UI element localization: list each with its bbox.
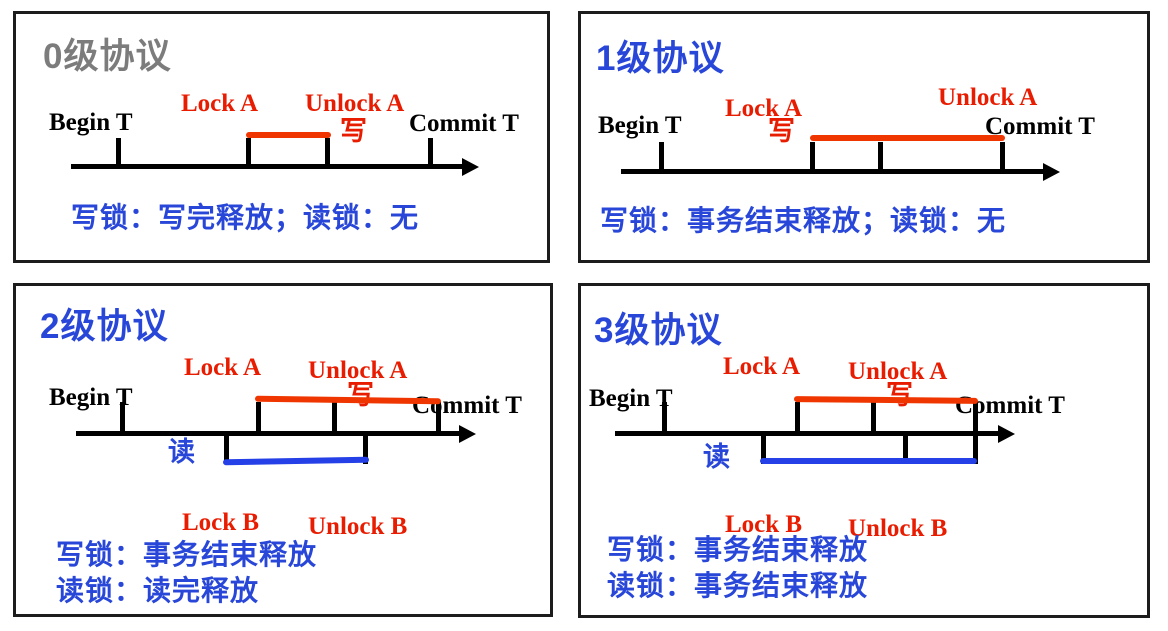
write-mark: 写	[768, 116, 795, 146]
unlock-a-tick	[325, 138, 330, 169]
commit-tick	[428, 138, 433, 169]
unlock-a-label: Unlock A	[305, 90, 405, 117]
commit-t-label: Commit T	[409, 110, 519, 137]
unlock-a-label: Unlock A	[938, 84, 1038, 111]
summary-line-read: 读锁：读完释放	[56, 575, 260, 606]
panel-protocol-level-1: 1级协议 Begin T Lock A 写 Unlock A Commit T …	[578, 11, 1150, 263]
begin-t-label: Begin T	[589, 385, 673, 412]
read-lock-hold-bar	[760, 458, 977, 464]
lock-a-tick	[810, 142, 815, 169]
panel-title: 3级协议	[594, 311, 723, 350]
begin-t-label: Begin T	[598, 112, 682, 139]
summary-line-write: 写锁：事务结束释放	[56, 539, 318, 570]
unlock-a-label: Unlock A	[848, 358, 948, 385]
lock-a-label: Lock A	[184, 354, 262, 381]
unlock-b-label: Unlock B	[308, 513, 408, 540]
middle-below-tick	[903, 436, 908, 464]
lock-a-tick	[256, 402, 261, 431]
lock-a-label: Lock A	[181, 90, 259, 117]
write-lock-hold-bar	[254, 395, 442, 405]
begin-tick	[120, 402, 125, 431]
commit-t-label: Commit T	[985, 113, 1095, 140]
panel-protocol-level-0: 0级协议 Begin T Lock A Unlock A 写 Commit T …	[13, 11, 550, 263]
write-mark: 写	[886, 380, 913, 410]
lock-a-tick	[246, 138, 251, 169]
summary-line: 写锁：事务结束释放；读锁：无	[600, 205, 1007, 236]
middle-tick	[878, 142, 883, 169]
timeline-axis	[615, 431, 1000, 436]
panel-title: 1级协议	[596, 39, 725, 78]
commit-tick	[436, 402, 441, 431]
lock-b-label: Lock B	[725, 511, 803, 538]
begin-tick	[659, 142, 664, 169]
timeline-axis	[76, 431, 461, 436]
timeline-arrowhead-icon	[1043, 163, 1060, 181]
unlock-a-label: Unlock A	[308, 357, 408, 384]
timeline-arrowhead-icon	[462, 158, 479, 176]
panel-title: 2级协议	[40, 307, 169, 346]
lock-b-tick	[761, 436, 766, 464]
read-lock-hold-bar	[222, 456, 370, 466]
lock-a-label: Lock A	[723, 353, 801, 380]
timeline-arrowhead-icon	[998, 425, 1015, 443]
panel-title: 0级协议	[43, 37, 172, 76]
summary-line-write: 写锁：事务结束释放	[607, 534, 869, 565]
write-lock-hold-bar	[246, 132, 331, 138]
panel-protocol-level-2: 2级协议 Lock A Unlock A 写 Begin T Commit T …	[13, 283, 553, 617]
begin-t-label: Begin T	[49, 384, 133, 411]
unlock-b-label: Unlock B	[848, 515, 948, 542]
panel-protocol-level-3: 3级协议 Lock A Unlock A 写 Begin T Commit T …	[578, 283, 1150, 618]
write-lock-hold-bar	[810, 135, 1005, 141]
commit-t-label: Commit T	[412, 392, 522, 419]
middle-tick	[332, 402, 337, 431]
summary-line: 写锁：写完释放；读锁：无	[71, 202, 420, 233]
begin-t-label: Begin T	[49, 109, 133, 136]
commit-tick	[973, 402, 978, 464]
lock-b-label: Lock B	[182, 509, 260, 536]
timeline-arrowhead-icon	[459, 425, 476, 443]
summary-line-read: 读锁：事务结束释放	[607, 570, 869, 601]
timeline-axis	[71, 164, 464, 169]
commit-tick	[1000, 142, 1005, 169]
lock-a-label: Lock A	[725, 95, 803, 122]
write-mark: 写	[347, 380, 374, 410]
lock-b-tick	[224, 436, 229, 464]
read-mark: 读	[703, 442, 730, 472]
unlock-b-tick	[363, 436, 368, 464]
write-lock-hold-bar	[793, 396, 979, 404]
timeline-axis	[621, 169, 1045, 174]
begin-tick	[662, 402, 667, 431]
lock-a-tick	[795, 402, 800, 431]
middle-tick	[871, 402, 876, 431]
read-mark: 读	[168, 437, 195, 467]
write-mark: 写	[340, 116, 367, 146]
commit-t-label: Commit T	[955, 392, 1065, 419]
begin-tick	[116, 138, 121, 169]
